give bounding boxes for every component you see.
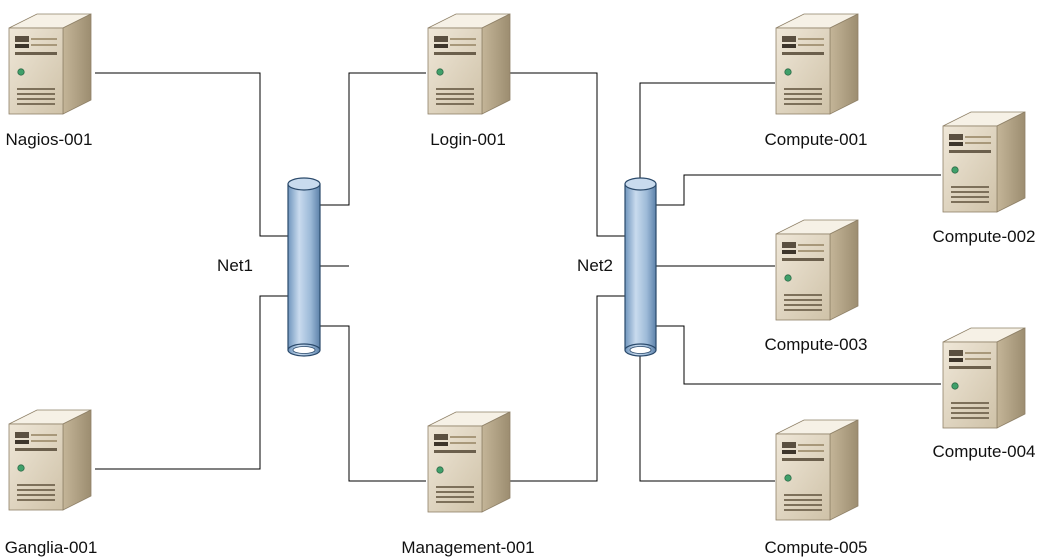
server-tower-icon-ganglia bbox=[8, 409, 92, 511]
link-net2-compute5 bbox=[639, 352, 775, 482]
server-tower-icon-compute3 bbox=[775, 219, 859, 321]
server-label-ganglia: Ganglia-001 bbox=[4, 538, 98, 557]
link-net2-compute4 bbox=[656, 325, 941, 385]
server-label-compute2: Compute-002 bbox=[932, 227, 1036, 246]
connection-lines bbox=[95, 72, 941, 482]
server-tower-icon-compute4 bbox=[942, 327, 1026, 429]
network-label-net1: Net1 bbox=[217, 256, 253, 275]
link-net2-compute2 bbox=[656, 174, 941, 206]
network-label-net2: Net2 bbox=[577, 256, 613, 275]
server-tower-icon-management bbox=[427, 411, 511, 513]
server-tower-icon-compute1 bbox=[775, 13, 859, 115]
server-tower-icon-compute5 bbox=[775, 419, 859, 521]
link-net1-management bbox=[320, 325, 426, 482]
server-label-management: Management-001 bbox=[401, 538, 535, 557]
link-net2-compute1 bbox=[639, 82, 775, 180]
server-label-nagios: Nagios-001 bbox=[5, 130, 93, 149]
server-label-compute3: Compute-003 bbox=[764, 335, 868, 354]
server-label-compute1: Compute-001 bbox=[764, 130, 868, 149]
server-label-compute4: Compute-004 bbox=[932, 442, 1036, 461]
net2-pipe bbox=[624, 177, 657, 357]
link-ganglia-net1 bbox=[95, 295, 288, 470]
link-net1-login bbox=[320, 72, 426, 206]
server-label-login: Login-001 bbox=[430, 130, 506, 149]
link-management-net2 bbox=[510, 295, 625, 482]
link-nagios-net1 bbox=[95, 72, 288, 237]
net1-pipe bbox=[287, 177, 321, 357]
server-tower-icon-nagios bbox=[8, 13, 92, 115]
link-login-net2 bbox=[510, 72, 625, 237]
server-tower-icon-compute2 bbox=[942, 111, 1026, 213]
server-tower-icon-login bbox=[427, 13, 511, 115]
server-label-compute5: Compute-005 bbox=[764, 538, 868, 557]
